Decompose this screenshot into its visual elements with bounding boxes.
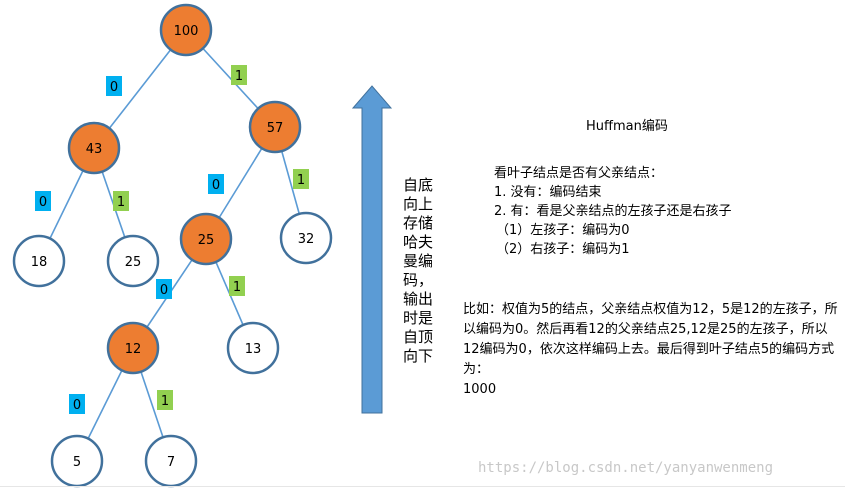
bit-label-box xyxy=(157,390,173,410)
node-value: 57 xyxy=(267,121,284,136)
edge-bit-label: 0 xyxy=(69,394,85,414)
bit-label-text: 1 xyxy=(233,280,241,295)
tree-node: 5 xyxy=(50,434,104,488)
bit-label-box xyxy=(229,276,245,296)
tree-node: 43 xyxy=(67,121,121,175)
node-circle xyxy=(106,321,160,375)
edge-bit-label: 1 xyxy=(113,191,129,211)
node-circle xyxy=(67,121,121,175)
bit-label-box xyxy=(106,76,122,96)
node-circle xyxy=(279,211,333,265)
bit-label-text: 1 xyxy=(117,195,125,210)
node-value: 13 xyxy=(245,342,262,357)
tree-node: 100 xyxy=(159,3,213,57)
node-value: 100 xyxy=(174,24,199,39)
rule-sub-item: （2）右孩子：编码为1 xyxy=(496,242,630,257)
bit-label-text: 0 xyxy=(160,283,168,298)
arrow-caption: 自底向上存储哈夫曼编码，输出时是自顶向下 xyxy=(403,176,434,365)
rule-item: 2. 有：看是父亲结点的左孩子还是右孩子 xyxy=(494,204,732,219)
tree-node: 25 xyxy=(179,212,233,266)
bit-label-text: 1 xyxy=(297,173,305,188)
bottom-divider xyxy=(0,486,845,487)
node-value: 43 xyxy=(86,142,103,157)
bit-label-box xyxy=(35,191,51,211)
edge-bit-labels: 0 1 0 1 0 1 0 1 0 1 xyxy=(35,65,309,414)
bit-label-box xyxy=(113,191,129,211)
edge-bit-label: 1 xyxy=(157,390,173,410)
bit-label-text: 0 xyxy=(39,195,47,210)
rules-intro: 看叶子结点是否有父亲结点： xyxy=(494,166,664,181)
node-circle xyxy=(12,234,66,288)
bit-label-text: 0 xyxy=(212,178,220,193)
rule-sub-item: （1）左孩子：编码为0 xyxy=(496,223,630,238)
example-text: 比如：权值为5的结点，父亲结点权值为12，5是12的左孩子，所以编码为0。然后再… xyxy=(463,302,838,377)
edge-bit-label: 1 xyxy=(229,276,245,296)
bit-label-box xyxy=(156,279,172,299)
upward-arrow xyxy=(351,85,393,414)
encoding-rules: 看叶子结点是否有父亲结点： 1. 没有：编码结束 2. 有：看是父亲结点的左孩子… xyxy=(494,164,732,259)
tree-node: 25 xyxy=(106,234,160,288)
tree-node: 18 xyxy=(12,234,66,288)
node-value: 18 xyxy=(31,255,48,270)
node-circle xyxy=(159,3,213,57)
bit-label-box xyxy=(231,65,247,85)
node-value: 32 xyxy=(298,232,315,247)
edge-bit-label: 0 xyxy=(106,76,122,96)
node-value: 12 xyxy=(125,342,142,357)
example-explanation: 比如：权值为5的结点，父亲结点权值为12，5是12的左孩子，所以编码为0。然后再… xyxy=(463,300,838,400)
bit-label-text: 1 xyxy=(161,394,169,409)
rule-item: 1. 没有：编码结束 xyxy=(494,185,602,200)
tree-node: 13 xyxy=(226,321,280,375)
edge-bit-label: 0 xyxy=(35,191,51,211)
node-value: 25 xyxy=(125,255,142,270)
node-value: 7 xyxy=(167,455,175,470)
edge-bit-label: 0 xyxy=(208,174,224,194)
bit-label-text: 1 xyxy=(235,69,243,84)
bit-label-box xyxy=(69,394,85,414)
diagram-title: Huffman编码 xyxy=(586,119,668,134)
tree-node: 7 xyxy=(144,434,198,488)
node-circle xyxy=(226,321,280,375)
example-result: 1000 xyxy=(463,382,497,397)
bit-label-text: 0 xyxy=(110,80,118,95)
node-value: 5 xyxy=(73,455,81,470)
node-circle xyxy=(248,100,302,154)
watermark: https://blog.csdn.net/yanyanwenmeng xyxy=(478,460,774,476)
edge-bit-label: 1 xyxy=(293,169,309,189)
bit-label-text: 0 xyxy=(73,398,81,413)
bit-label-box xyxy=(293,169,309,189)
node-circle xyxy=(106,234,160,288)
node-circle xyxy=(179,212,233,266)
tree-node: 32 xyxy=(279,211,333,265)
node-value: 25 xyxy=(198,233,215,248)
edge-bit-label: 1 xyxy=(231,65,247,85)
tree-node: 57 xyxy=(248,100,302,154)
tree-node: 12 xyxy=(106,321,160,375)
bit-label-box xyxy=(208,174,224,194)
edge-bit-label: 0 xyxy=(156,279,172,299)
